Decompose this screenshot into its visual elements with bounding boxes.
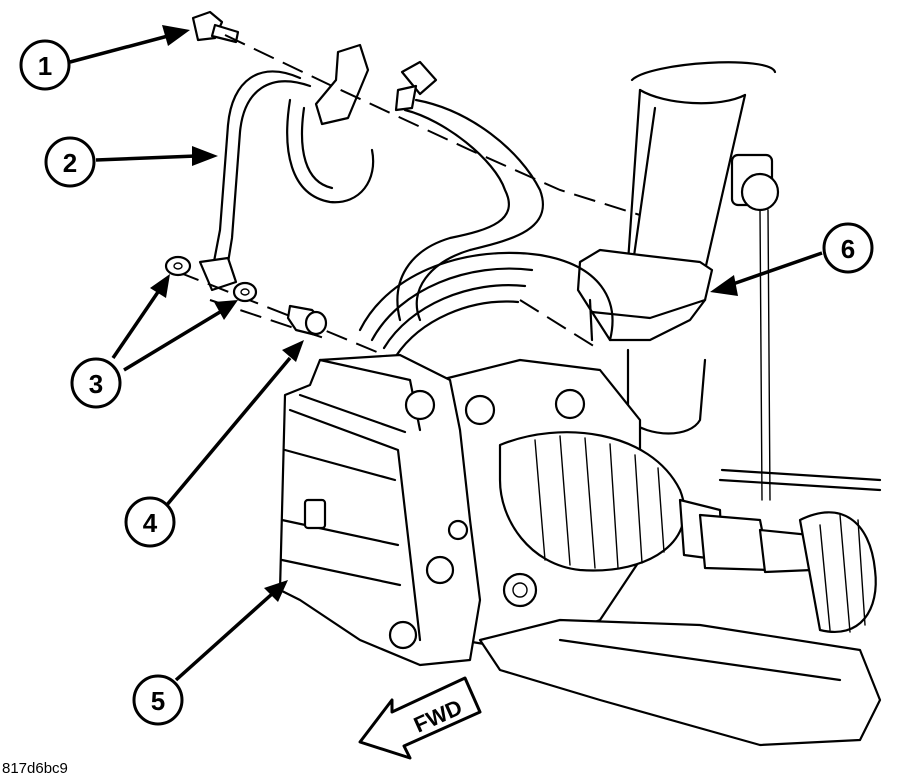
callout-1-label: 1	[38, 51, 52, 81]
callout-1: 1	[19, 39, 71, 91]
strut-assembly	[576, 61, 780, 501]
brake-rotor	[358, 251, 614, 358]
lower-control-arm	[478, 468, 882, 747]
drive-axle	[498, 431, 877, 633]
callout-2: 2	[44, 136, 96, 188]
callout-3: 3	[70, 357, 122, 409]
callout-4: 4	[124, 496, 176, 548]
callout-4-label: 4	[143, 508, 158, 538]
callout-6-label: 6	[841, 234, 855, 264]
washers-and-bolt	[164, 255, 328, 337]
callout-5-label: 5	[151, 686, 165, 716]
brake-caliper	[278, 353, 482, 667]
callout-leaders	[69, 25, 823, 682]
forward-direction-arrow: FWD	[358, 676, 482, 760]
figure-id: 817d6bc9	[2, 760, 68, 777]
callout-6: 6	[822, 222, 874, 274]
brake-hose	[191, 10, 544, 322]
callout-3-label: 3	[89, 369, 103, 399]
callout-5: 5	[132, 674, 184, 726]
callout-2-label: 2	[63, 148, 77, 178]
